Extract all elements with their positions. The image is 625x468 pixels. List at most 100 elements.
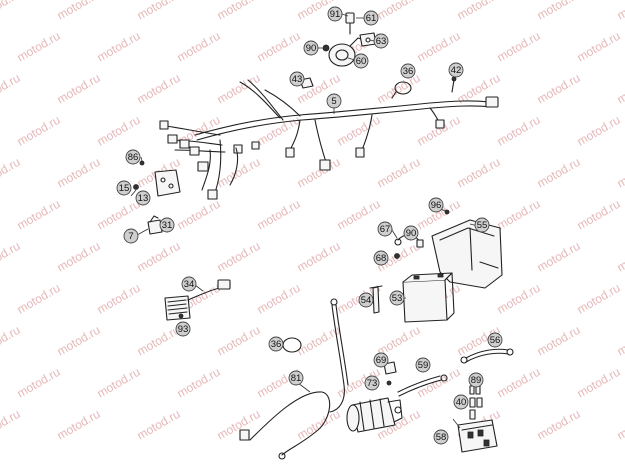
callout-number: 86 <box>128 152 139 163</box>
callout-c53: 53 <box>389 290 405 306</box>
starter-cable-set <box>383 361 448 397</box>
callout-number: 90 <box>406 228 417 239</box>
watermark-text: motod.ru <box>175 365 223 401</box>
callout-number: 43 <box>292 74 303 85</box>
callout-c86: 86 <box>125 149 141 165</box>
callout-c69: 69 <box>373 352 389 368</box>
callout-circle <box>116 180 132 196</box>
watermark-text: motod.ru <box>135 407 183 443</box>
callout-c67: 67 <box>377 221 393 237</box>
watermark-text: motod.ru <box>455 155 503 191</box>
callout-circle <box>377 221 393 237</box>
cable-tie-top <box>391 81 412 99</box>
callout-c15: 15 <box>116 180 132 196</box>
watermark-layer: motod.ru motod.ru motod.ru motod.ru motod.ru… <box>0 0 625 443</box>
callout-circle <box>303 40 319 56</box>
callout-number: 89 <box>471 375 482 386</box>
callout-number: 90 <box>306 43 317 54</box>
callout-circle <box>135 190 151 206</box>
watermark-text: motod.ru <box>55 71 103 107</box>
watermark-text: motod.ru <box>535 407 583 443</box>
watermark-text: motod.ru <box>495 113 543 149</box>
callout-number: 31 <box>162 220 173 231</box>
watermark-text: motod.ru <box>215 323 263 359</box>
relay-part <box>147 215 163 235</box>
callout-circle <box>487 332 503 348</box>
callout-number: 54 <box>361 295 372 306</box>
watermark-text: motod.ru <box>615 155 625 191</box>
watermark-text: motod.ru <box>175 197 223 233</box>
callout-c91: 91 <box>327 6 343 22</box>
watermark-text: motod.ru <box>0 155 23 191</box>
ground-cable <box>460 348 514 364</box>
callout-number: 40 <box>456 397 467 408</box>
callout-c54: 54 <box>358 292 374 308</box>
watermark-text: motod.ru <box>295 155 343 191</box>
callout-c96: 96 <box>428 197 444 213</box>
watermark-text: motod.ru <box>375 71 423 107</box>
mounting-bracket <box>133 160 181 197</box>
callout-circle <box>159 217 175 233</box>
callout-number: 96 <box>431 200 442 211</box>
callout-number: 68 <box>376 253 387 264</box>
callout-c59: 59 <box>415 357 431 373</box>
callout-number: 13 <box>138 193 149 204</box>
callout-circle <box>403 225 419 241</box>
watermark-text: motod.ru <box>575 113 623 149</box>
watermark-text: motod.ru <box>215 407 263 443</box>
watermark-text: motod.ru <box>0 239 23 275</box>
watermark-text: motod.ru <box>575 197 623 233</box>
callout-c36b: 36 <box>268 336 284 352</box>
callout-circle <box>448 62 464 78</box>
callout-c40: 40 <box>453 394 469 410</box>
callout-number: 34 <box>184 279 195 290</box>
watermark-text: motod.ru <box>575 365 623 401</box>
callout-c90b: 90 <box>403 225 419 241</box>
callout-c58: 58 <box>433 429 449 445</box>
watermark-text: motod.ru <box>135 71 183 107</box>
callout-number: 5 <box>331 96 336 107</box>
watermark-text: motod.ru <box>535 239 583 275</box>
callout-circle <box>326 93 342 109</box>
watermark-text: motod.ru <box>15 197 63 233</box>
callout-number: 58 <box>436 432 447 443</box>
watermark-text: motod.ru <box>215 0 263 23</box>
watermark-text: motod.ru <box>535 0 583 23</box>
watermark-text: motod.ru <box>575 29 623 65</box>
callout-c68: 68 <box>373 250 389 266</box>
watermark-text: motod.ru <box>55 407 103 443</box>
callout-c13: 13 <box>135 190 151 206</box>
callout-circle <box>373 250 389 266</box>
watermark-text: motod.ru <box>495 281 543 317</box>
watermark-text: motod.ru <box>615 323 625 359</box>
callout-number: 15 <box>119 183 130 194</box>
voltage-regulator <box>164 279 231 321</box>
watermark-text: motod.ru <box>615 407 625 443</box>
callout-c81: 81 <box>288 370 304 386</box>
callout-c43: 43 <box>289 71 305 87</box>
watermark-text: motod.ru <box>95 365 143 401</box>
callout-circle <box>373 33 389 49</box>
callout-number: 36 <box>403 66 414 77</box>
battery-strap <box>369 285 383 314</box>
callout-number: 55 <box>477 220 488 231</box>
callout-circle <box>125 149 141 165</box>
watermark-text: motod.ru <box>55 155 103 191</box>
watermark-text: motod.ru <box>215 155 263 191</box>
main-wiring-harness <box>159 79 499 200</box>
callout-circle <box>373 352 389 368</box>
watermark-text: motod.ru <box>455 0 503 23</box>
callout-c73: 73 <box>364 375 380 391</box>
watermark-text: motod.ru <box>495 197 543 233</box>
starter-relay <box>457 419 498 453</box>
callout-number: 69 <box>376 355 387 366</box>
watermark-text: motod.ru <box>0 71 23 107</box>
callout-c42: 42 <box>448 62 464 78</box>
battery-holder <box>431 209 503 289</box>
screw-top-right <box>451 76 457 93</box>
watermark-text: motod.ru <box>415 29 463 65</box>
callout-c90a: 90 <box>303 40 319 56</box>
callout-circle <box>123 228 139 244</box>
